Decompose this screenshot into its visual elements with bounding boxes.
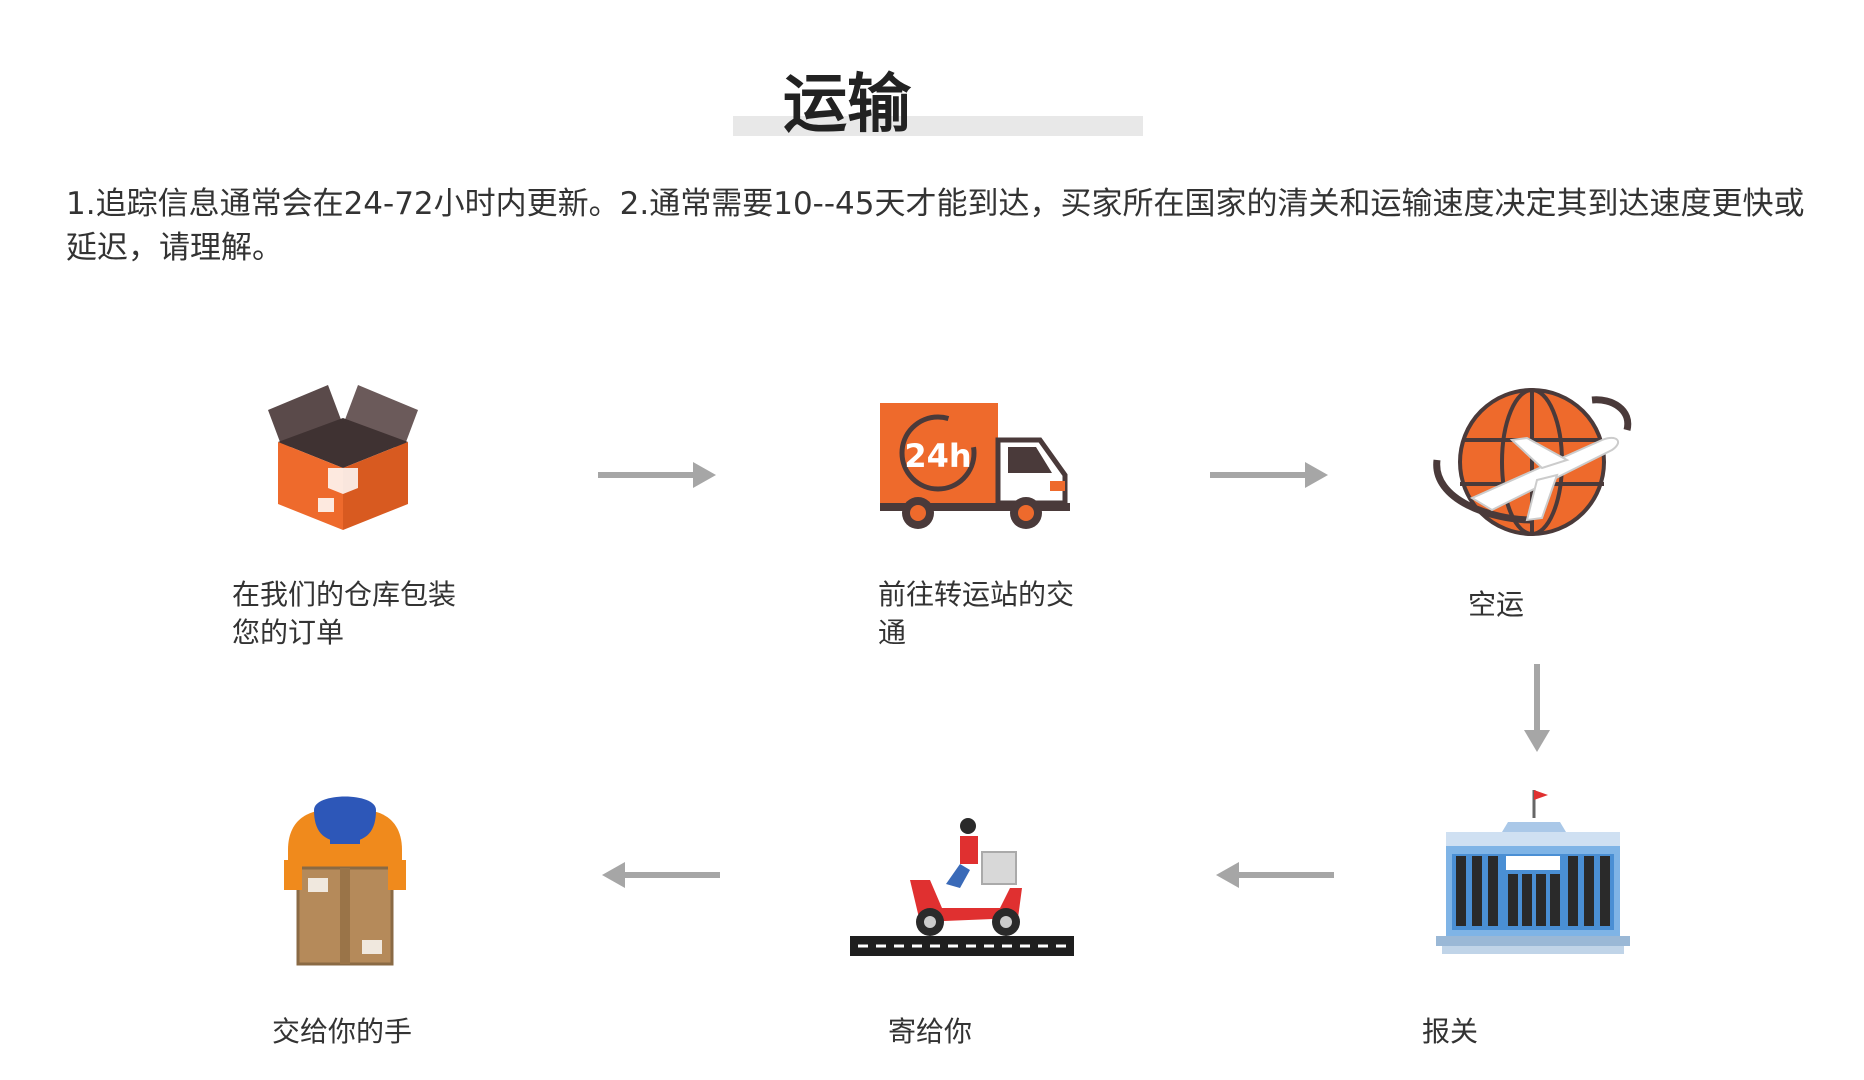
shipping-description: 1.追踪信息通常会在24-72小时内更新。2.通常需要10--45天才能到达，买… [66, 186, 1805, 266]
arrow-down-icon [1524, 664, 1550, 752]
step-label-transit: 前往转运站的交通 [878, 578, 1075, 649]
arrow-right-icon [1210, 462, 1328, 488]
title-section: 运输 [0, 60, 1864, 150]
delivery-truck-icon: 24h [880, 403, 1070, 529]
title-underline-bar [733, 116, 1143, 136]
globe-airplane-icon [1433, 388, 1632, 536]
person-holding-box-icon [284, 796, 406, 966]
package-box-icon [268, 385, 418, 530]
page-title: 运输 [783, 68, 911, 142]
scooter-courier-icon [850, 818, 1074, 956]
step-label-deliver: 寄给你 [888, 1015, 973, 1048]
step-label-customs: 报关 [1422, 1015, 1479, 1048]
step-label-handover: 交给你的手 [272, 1015, 413, 1048]
step-label-pack: 在我们的仓库包装您的订单 [232, 578, 457, 649]
arrow-right-icon [598, 462, 716, 488]
arrow-left-icon [1216, 862, 1334, 888]
truck-badge-text: 24h [904, 437, 971, 475]
step-label-air: 空运 [1468, 588, 1525, 621]
customs-building-icon [1436, 790, 1630, 954]
arrow-left-icon [602, 862, 720, 888]
